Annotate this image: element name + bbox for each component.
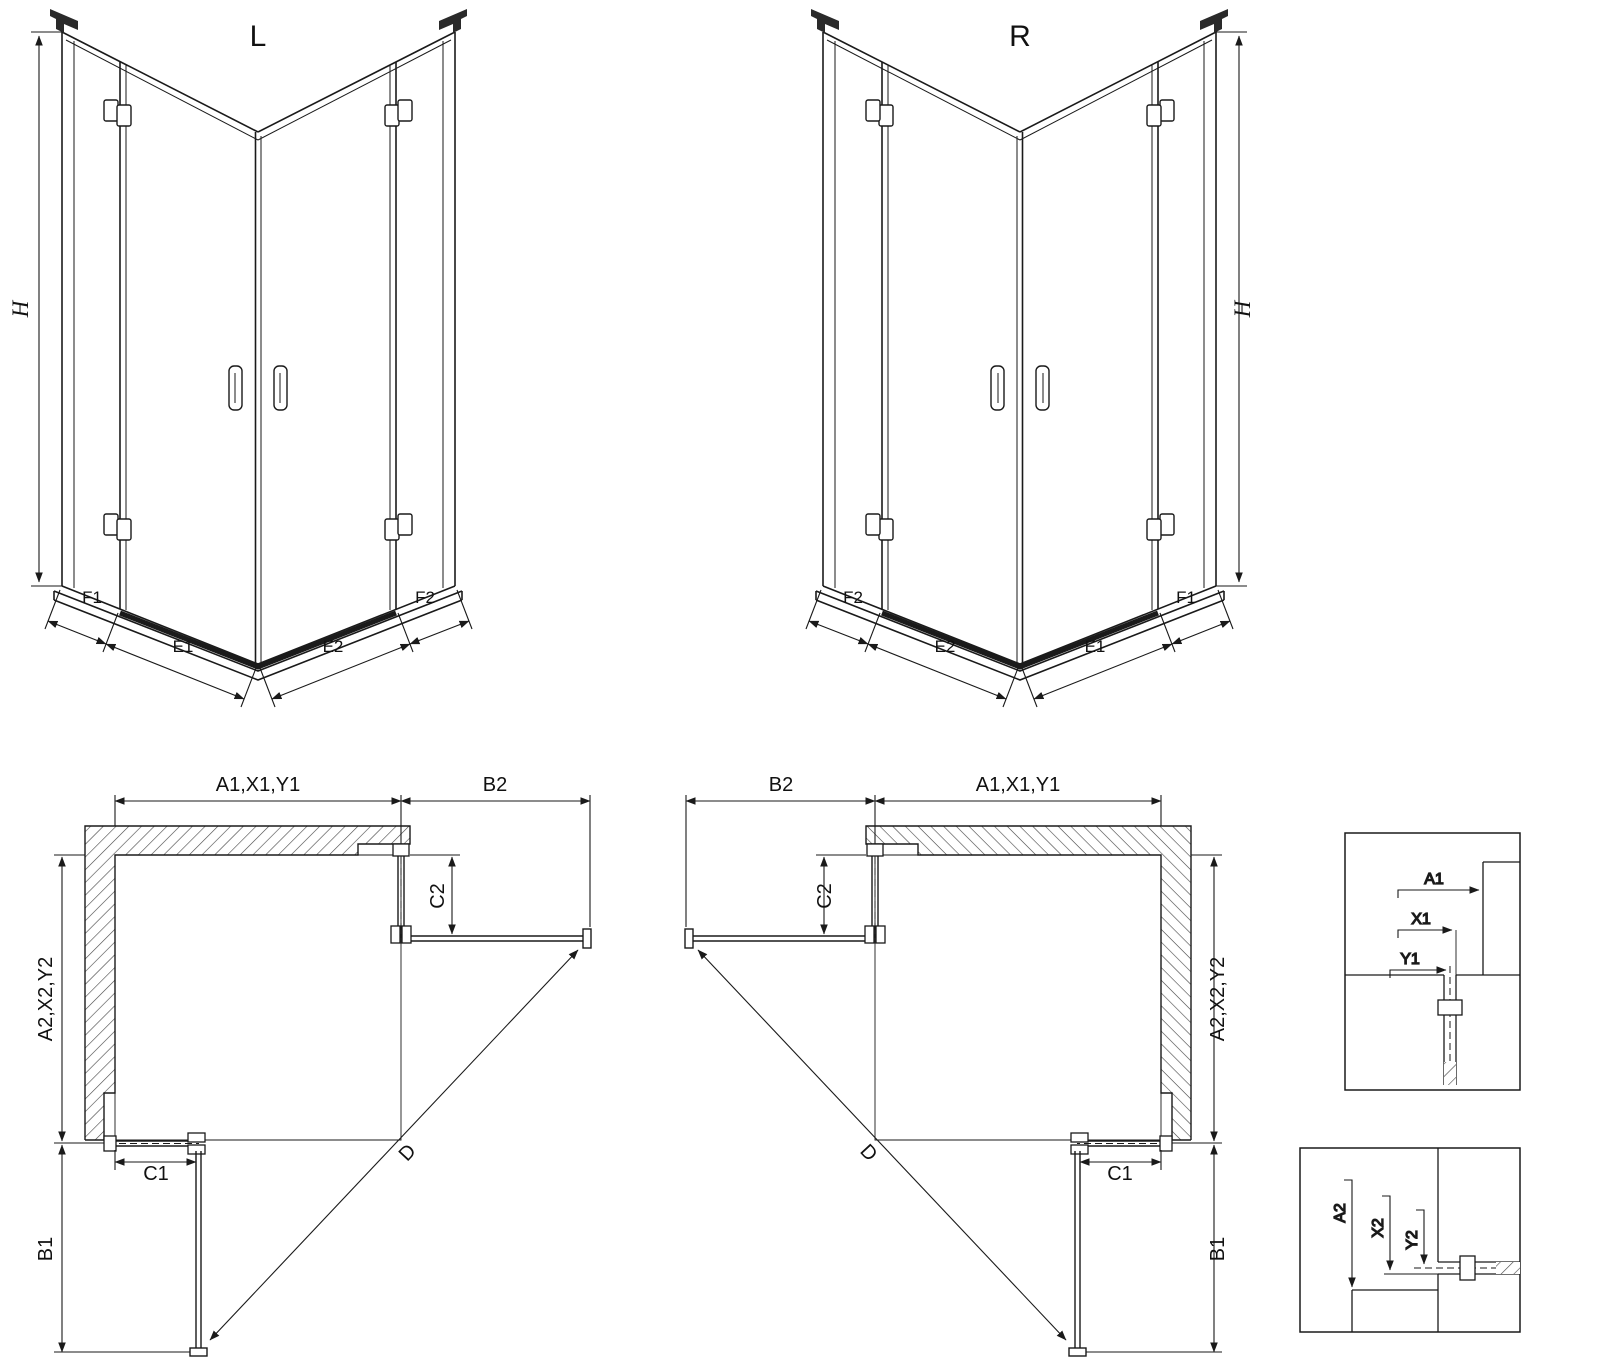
view-title-right: R: [1009, 20, 1031, 53]
plan-right-geometry: [685, 795, 1222, 1356]
dim-label-a2x2y2-left: A2,X2,Y2: [35, 957, 57, 1042]
dim-label-f2-right: F2: [843, 588, 863, 607]
dim-label-e1-right: E1: [1085, 637, 1106, 656]
detail-label-y2: Y2: [1404, 1230, 1421, 1250]
dim-label-a1x1y1-right: A1,X1,Y1: [976, 774, 1061, 796]
view-title-left: L: [250, 20, 267, 53]
detail-label-x2: X2: [1370, 1218, 1387, 1238]
dim-label-f1-left: F1: [82, 588, 102, 607]
dim-label-h-right: H: [1230, 299, 1255, 318]
plan-view-right: A1,X1,Y1 B2 C2 A2,X2,Y2 B1 C1 D: [685, 774, 1229, 1356]
dim-label-c1-left: C1: [143, 1163, 169, 1185]
dim-label-c2-left: C2: [427, 883, 449, 909]
detail-box-top: A1 X1 Y1: [1344, 832, 1521, 1091]
plan-view-left: A1,X1,Y1 B2 C2 A2,X2,Y2 B1 C1 D: [35, 774, 591, 1356]
perspective-view-left: L H F1 E1 E2 F2: [8, 9, 472, 707]
dim-label-c1-right: C1: [1107, 1163, 1133, 1185]
dim-label-d-right: D: [855, 1140, 881, 1166]
dim-label-e2-right: E2: [935, 637, 956, 656]
detail-label-a1: A1: [1424, 871, 1444, 888]
detail-label-a2: A2: [1332, 1203, 1349, 1223]
dim-label-c2-right: C2: [814, 883, 836, 909]
dim-label-f2-left: F2: [415, 588, 435, 607]
dim-label-e2-left: E2: [323, 637, 344, 656]
perspective-view-right: R H F2 E2 E1 F1: [806, 9, 1255, 707]
dim-label-h-left: H: [8, 299, 33, 318]
dim-label-a1x1y1-left: A1,X1,Y1: [216, 774, 301, 796]
dim-label-b1-right: B1: [1207, 1237, 1229, 1261]
plan-left-geometry: [54, 795, 591, 1356]
detail-label-x1: X1: [1411, 911, 1431, 928]
dim-label-b2-right: B2: [769, 774, 793, 796]
dim-label-a2x2y2-right: A2,X2,Y2: [1207, 957, 1229, 1042]
dim-label-e1-left: E1: [173, 637, 194, 656]
dim-label-d-left: D: [395, 1140, 421, 1166]
detail-label-y1: Y1: [1400, 951, 1420, 968]
dim-label-f1-right: F1: [1176, 588, 1196, 607]
dim-label-b1-left: B1: [35, 1237, 57, 1261]
dim-label-b2-left: B2: [483, 774, 507, 796]
detail-box-bottom: A2 X2 Y2: [1299, 1147, 1521, 1333]
